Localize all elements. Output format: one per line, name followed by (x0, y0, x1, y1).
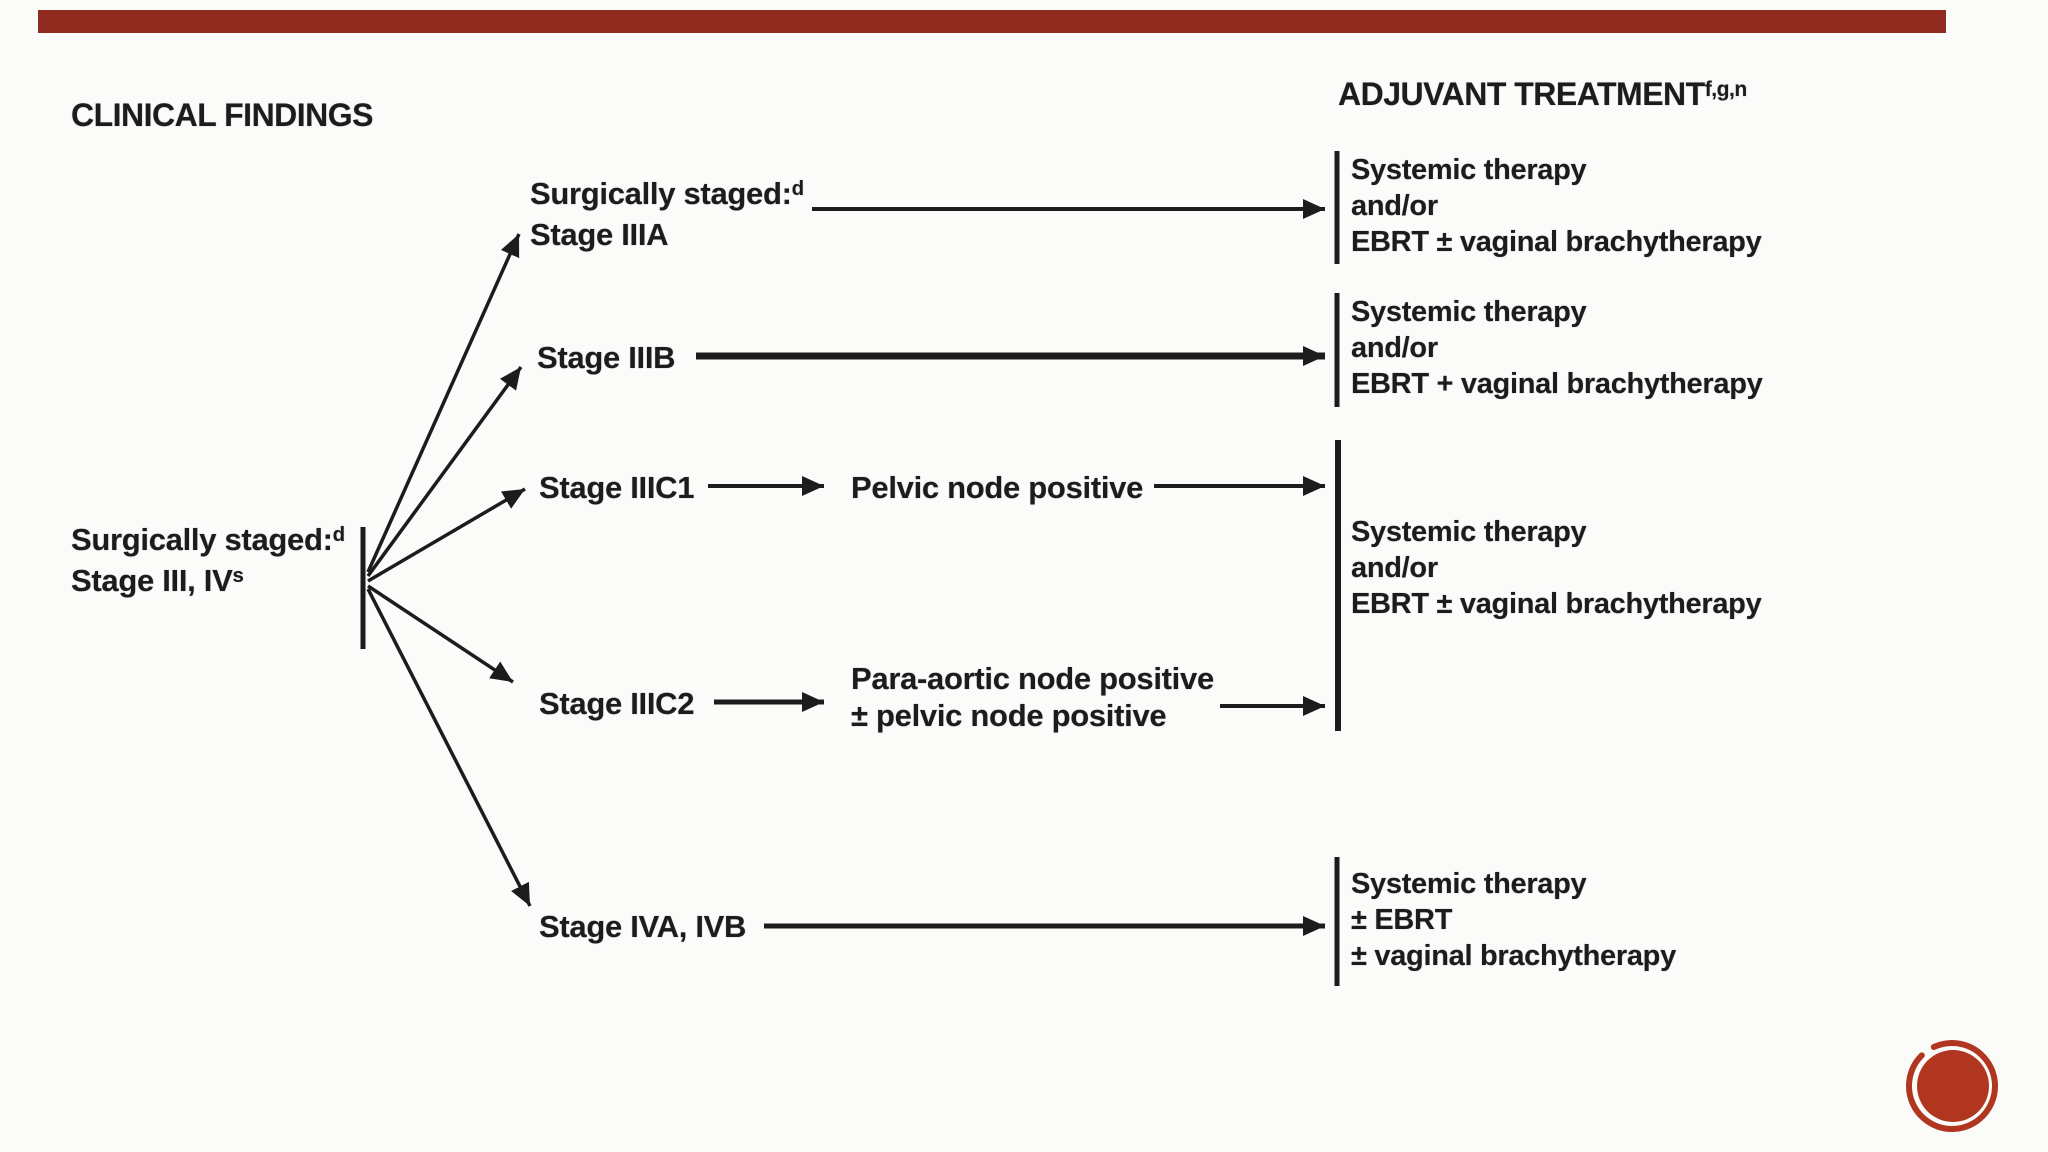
treatment-iv-line1: Systemic therapy (1351, 868, 1587, 900)
treatment-iiib-line1: Systemic therapy (1351, 296, 1587, 328)
root-node-line1-text: Surgically staged: (71, 522, 333, 557)
treatment-block-iv: Systemic therapy ± EBRT ± vaginal brachy… (1351, 866, 1676, 974)
stage-iiia-footnote-d: d (791, 176, 804, 200)
root-node: Surgically staged:d Stage III, IVs (71, 521, 345, 603)
treatment-block-iiia: Systemic therapy and/or EBRT ± vaginal b… (1351, 152, 1762, 260)
root-node-footnote-s: s (232, 563, 244, 587)
stage-iiic1-node: Stage IIIC1 (539, 470, 695, 505)
para-aortic-line1: Para-aortic node positive (851, 661, 1214, 696)
stage-iiib-node: Stage IIIB (537, 340, 676, 375)
stage-iva-ivb-node: Stage IVA, IVB (539, 909, 747, 944)
root-node-line2-text: Stage III, IV (71, 563, 233, 598)
treatment-iv-line3: ± vaginal brachytherapy (1351, 940, 1676, 972)
arrow-root-to-iiib (366, 365, 523, 578)
arrow-root-to-iiic1 (367, 487, 526, 583)
treatment-iv-line2: ± EBRT (1351, 904, 1453, 936)
adjuvant-treatment-footnotes: f,g,n (1704, 77, 1748, 101)
adjuvant-treatment-header-text: ADJUVANT TREATMENT (1338, 76, 1705, 112)
arrow-root-to-iv (366, 588, 532, 907)
stage-iiic2-node: Stage IIIC2 (539, 686, 695, 721)
adjuvant-treatment-header: ADJUVANT TREATMENTf,g,n (1338, 76, 1747, 113)
pelvic-node-positive-label: Pelvic node positive (851, 470, 1144, 505)
treatment-iiia-line2: and/or (1351, 190, 1438, 222)
treatment-iiic-line1: Systemic therapy (1351, 516, 1587, 548)
red-badge-icon (1906, 1040, 1998, 1132)
treatment-iiib-line2: and/or (1351, 332, 1438, 364)
root-node-line1: Surgically staged:d (71, 521, 345, 562)
treatment-block-iiic: Systemic therapy and/or EBRT ± vaginal b… (1351, 514, 1762, 622)
treatment-block-iiib: Systemic therapy and/or EBRT + vaginal b… (1351, 294, 1763, 402)
treatment-iiib-line3: EBRT + vaginal brachytherapy (1351, 368, 1763, 400)
root-node-line2: Stage III, IVs (71, 562, 345, 603)
stage-iiia-node: Surgically staged:d Stage IIIA (530, 175, 804, 253)
stage-iiia-line1: Surgically staged:d (530, 175, 804, 216)
treatment-iiia-line3: EBRT ± vaginal brachytherapy (1351, 226, 1762, 258)
para-aortic-label: Para-aortic node positive ± pelvic node … (851, 660, 1214, 734)
clinical-findings-header: CLINICAL FINDINGS (71, 97, 374, 133)
para-aortic-line2: ± pelvic node positive (851, 698, 1167, 733)
top-accent-bar (38, 10, 1946, 33)
arrow-root-to-iiic2 (367, 584, 514, 684)
arrow-root-to-iiia (366, 233, 521, 573)
treatment-iiia-line1: Systemic therapy (1351, 154, 1587, 186)
treatment-iiic-line2: and/or (1351, 552, 1438, 584)
stage-iiia-line2: Stage IIIA (530, 217, 669, 252)
treatment-iiic-line3: EBRT ± vaginal brachytherapy (1351, 588, 1762, 620)
stage-iiia-line1-text: Surgically staged: (530, 176, 792, 211)
root-node-footnote-d: d (332, 522, 345, 546)
